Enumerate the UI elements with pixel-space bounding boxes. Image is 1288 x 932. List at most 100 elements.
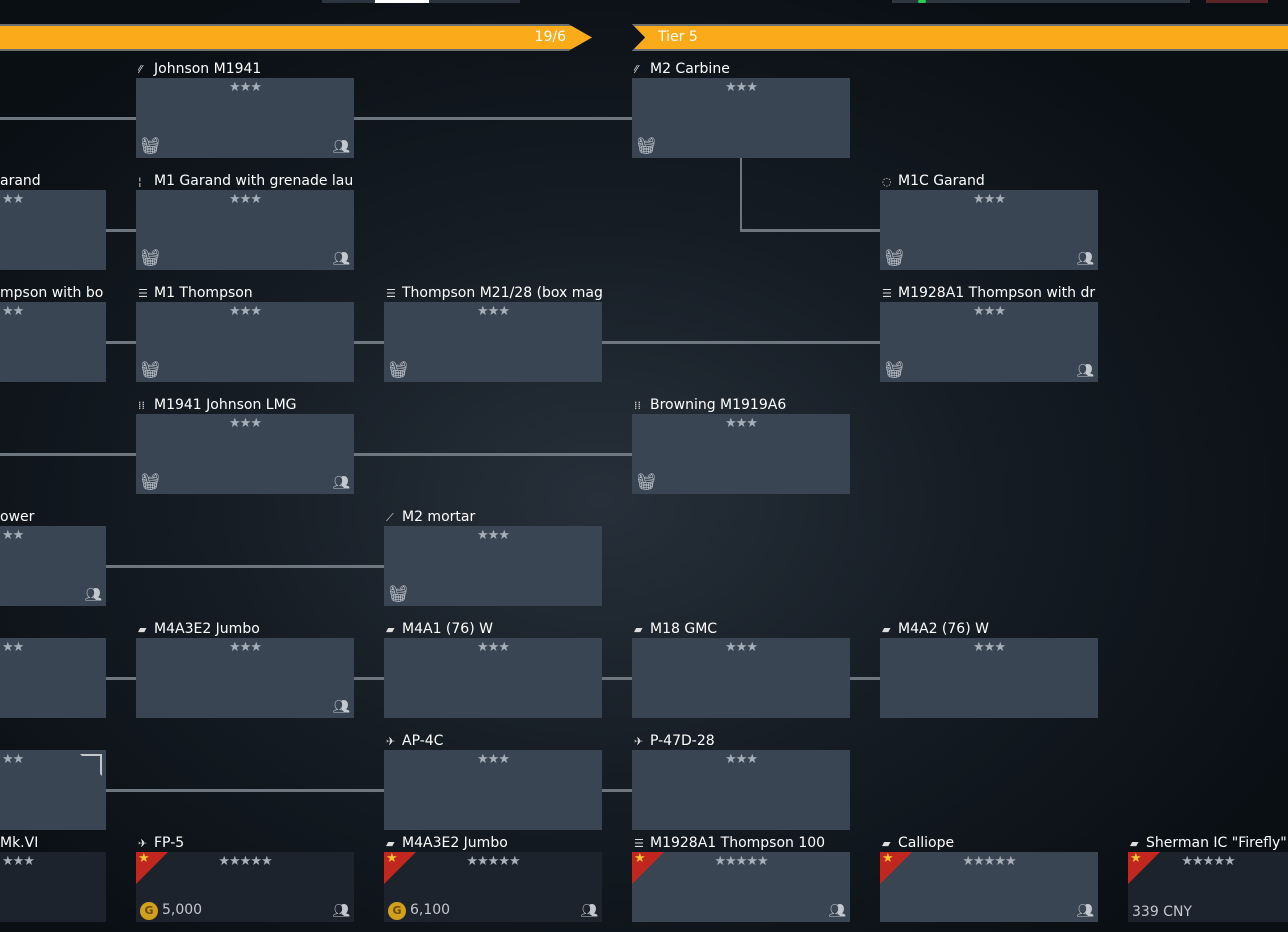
tree-connector <box>0 453 136 456</box>
unit-card[interactable]: ★★★★★★339 CNY <box>1128 852 1288 922</box>
rank-stars: ★★★★★ <box>466 854 520 869</box>
squad-icon[interactable]: 👥︎ <box>332 699 350 715</box>
rank-stars: ★★★ <box>725 80 758 95</box>
unit-card[interactable]: ★★★ <box>0 852 106 922</box>
basket-icon[interactable]: 🧺︎ <box>388 360 409 379</box>
squad-icon[interactable]: 👥︎ <box>332 139 350 155</box>
unit-type-icon: ¦ <box>138 175 142 188</box>
tree-connector <box>0 117 136 120</box>
unit-card[interactable]: ★★★★★★👥︎ <box>632 852 850 922</box>
squad-icon[interactable]: 👥︎ <box>1076 363 1094 379</box>
unit-card[interactable]: ★★★ <box>880 638 1098 718</box>
rank-stars: ★★★ <box>229 416 262 431</box>
rank-stars: ★★★★★ <box>218 854 272 869</box>
squad-icon[interactable]: 👥︎ <box>580 903 598 919</box>
unit-card[interactable]: ★★★ <box>384 750 602 830</box>
rank-stars: ★★★ <box>229 304 262 319</box>
unit-type-icon: ▰ <box>882 623 891 636</box>
gold-coin-icon: G <box>388 902 406 920</box>
price-value: 6,100 <box>410 902 451 918</box>
unit-type-icon: ✈ <box>138 837 148 850</box>
squad-icon[interactable]: 👥︎ <box>1076 903 1094 919</box>
unit-card[interactable]: ★★ <box>0 750 106 830</box>
top-slider[interactable] <box>322 0 520 3</box>
rank-stars: ★★★ <box>229 192 262 207</box>
squad-icon[interactable]: 👥︎ <box>332 475 350 491</box>
star-icon: ★ <box>386 851 398 866</box>
star-icon: ★ <box>634 851 646 866</box>
unit-type-icon: ▰ <box>386 837 395 850</box>
unit-name: Mk.VI <box>0 834 104 852</box>
unit-label: mpson with bo <box>0 285 104 301</box>
unit-card[interactable]: ★★★ <box>632 750 850 830</box>
tree-connector <box>850 677 880 680</box>
unit-name: ower <box>0 508 104 526</box>
basket-icon[interactable]: 🧺︎ <box>388 584 409 603</box>
unit-card[interactable]: ★★★🧺︎ <box>632 414 850 494</box>
rank-stars: ★★ <box>2 528 24 543</box>
unit-type-icon: ☰ <box>634 837 644 850</box>
unit-name: ☰M1 Thompson <box>138 284 354 302</box>
tree-connector <box>602 789 632 792</box>
price-value: 339 CNY <box>1132 904 1192 920</box>
basket-icon[interactable]: 🧺︎ <box>884 360 905 379</box>
unit-type-icon: ☰ <box>386 287 396 300</box>
unit-label: AP-4C <box>402 733 444 749</box>
unit-name: ☰ Thompson M21/28 (box mag <box>386 284 602 302</box>
rank-stars: ★★★ <box>477 528 510 543</box>
squad-icon[interactable]: 👥︎ <box>828 903 846 919</box>
unit-card[interactable]: ★★★ <box>632 638 850 718</box>
unit-name: mpson with bo <box>0 284 104 302</box>
unit-card[interactable]: ★★★ 🧺︎ <box>136 302 354 382</box>
squad-icon[interactable]: 👥︎ <box>84 587 102 603</box>
unit-card[interactable]: ★★★ 🧺︎ <box>632 78 850 158</box>
unit-type-icon: ▰ <box>1130 837 1139 850</box>
tree-connector <box>106 341 136 344</box>
unit-card[interactable]: ★★ <box>0 190 106 270</box>
basket-icon[interactable]: 🧺︎ <box>636 472 657 491</box>
unit-card[interactable]: ★★ <box>0 638 106 718</box>
unit-card[interactable]: ★★★🧺︎👥︎ <box>880 302 1098 382</box>
unit-card[interactable]: ★★★ <box>384 638 602 718</box>
unit-card[interactable]: ★★★🧺︎👥︎ <box>136 78 354 158</box>
unit-card[interactable]: ★★★ 🧺︎ <box>384 526 602 606</box>
star-icon: ★ <box>138 851 150 866</box>
unit-card[interactable]: ★★★★★★👥︎ <box>880 852 1098 922</box>
squad-icon[interactable]: 👥︎ <box>332 251 350 267</box>
unit-name: ✈ FP-5 <box>138 834 354 852</box>
rank-stars: ★★★ <box>477 640 510 655</box>
basket-icon[interactable]: 🧺︎ <box>636 136 657 155</box>
basket-icon[interactable]: 🧺︎ <box>140 248 161 267</box>
rank-stars: ★★★ <box>725 752 758 767</box>
unit-card[interactable]: ★★★ 🧺︎ 👥︎ <box>136 414 354 494</box>
rank-stars: ★★★ <box>725 640 758 655</box>
basket-icon[interactable]: 🧺︎ <box>140 360 161 379</box>
unit-label: M4A2 (76) W <box>898 621 989 637</box>
unit-label: FP-5 <box>154 835 185 851</box>
unit-label: M1941 Johnson LMG <box>154 397 297 413</box>
unit-name: ✈P-47D-28 <box>634 732 850 750</box>
unit-name: ☰M1928A1 Thompson with dr <box>882 284 1098 302</box>
unit-card[interactable]: ★★ 👥︎ <box>0 526 106 606</box>
unit-card[interactable]: ★★★ 👥︎ <box>136 638 354 718</box>
squad-icon[interactable]: 👥︎ <box>1076 251 1094 267</box>
unit-card[interactable]: ★★ <box>0 302 106 382</box>
unit-card[interactable]: ★★★ 🧺︎ 👥︎ <box>136 190 354 270</box>
basket-icon[interactable]: 🧺︎ <box>884 248 905 267</box>
rank-stars: ★★★ <box>229 640 262 655</box>
basket-icon[interactable]: 🧺︎ <box>140 472 161 491</box>
basket-icon[interactable]: 🧺︎ <box>140 136 161 155</box>
squad-icon[interactable]: 👥︎ <box>332 903 350 919</box>
tier-bar-previous: 19/6 <box>0 24 592 51</box>
top-button[interactable] <box>1206 0 1268 3</box>
unit-label: M4A1 (76) W <box>402 621 493 637</box>
unit-label: Thompson M21/28 (box mag <box>402 285 602 301</box>
unit-label: M4A3E2 Jumbo <box>154 621 260 637</box>
unit-card[interactable]: ★★★🧺︎ <box>384 302 602 382</box>
tree-connector <box>106 229 136 232</box>
unit-label: M4A3E2 Jumbo <box>402 835 508 851</box>
unit-name: ⁄⁄M2 Carbine <box>634 60 850 78</box>
unit-card[interactable]: ★★★🧺︎👥︎ <box>880 190 1098 270</box>
